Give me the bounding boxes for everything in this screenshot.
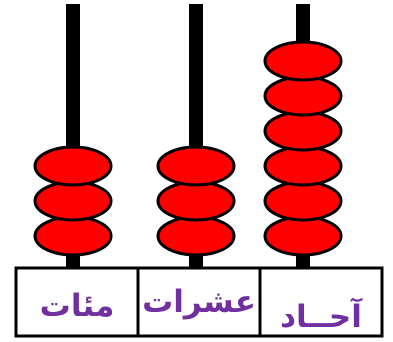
bead-ones [265, 182, 341, 220]
label-ones: آحــاد [280, 297, 363, 335]
bead-hundreds [35, 182, 111, 220]
bead-hundreds [35, 217, 111, 255]
bead-ones [265, 112, 341, 150]
bead-tens [158, 182, 234, 220]
bead-tens [158, 217, 234, 255]
bead-ones [265, 147, 341, 185]
bead-ones [265, 77, 341, 115]
label-row: مئات عشرات آحــاد [16, 268, 382, 336]
bead-ones [265, 217, 341, 255]
bead-tens [158, 147, 234, 185]
label-hundreds: مئات [40, 288, 115, 324]
bead-hundreds [35, 147, 111, 185]
beads [35, 42, 341, 255]
label-tens: عشرات [142, 284, 256, 320]
bead-ones [265, 42, 341, 80]
